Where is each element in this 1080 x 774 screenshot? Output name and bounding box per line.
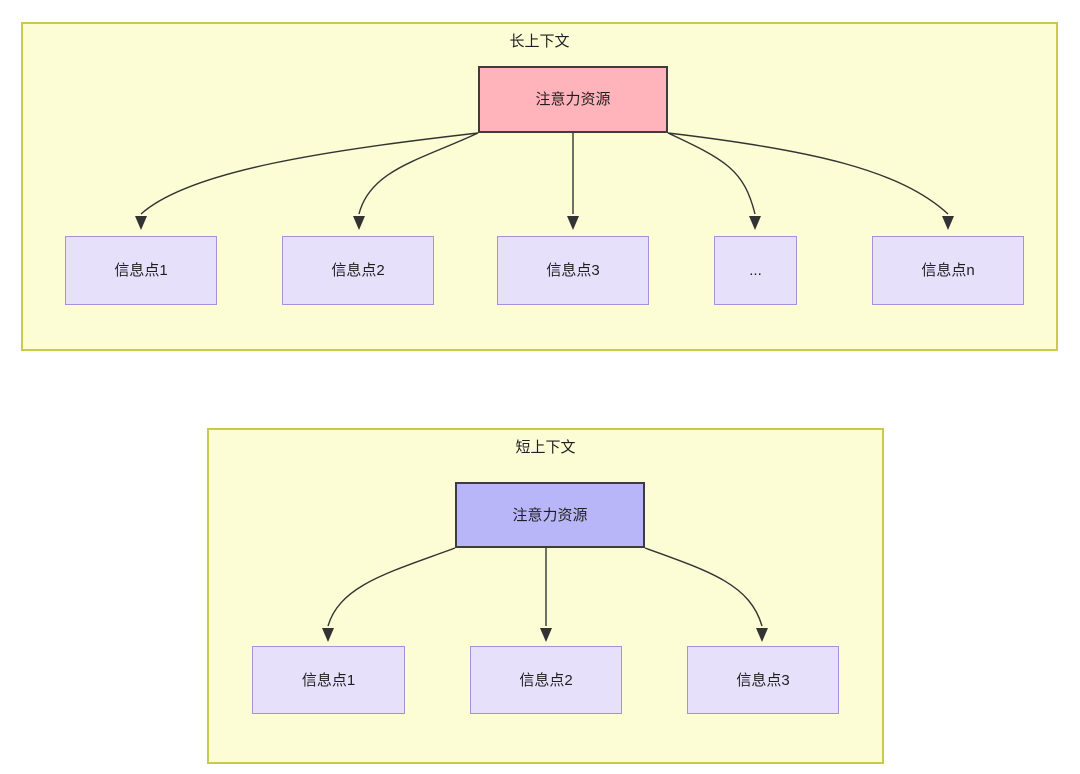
- node-label: 信息点3: [736, 671, 790, 689]
- node-label: 信息点2: [331, 262, 385, 279]
- panel-long-context-title: 长上下文: [509, 33, 570, 50]
- node-info-point-1-long[interactable]: 信息点1: [65, 236, 217, 305]
- node-label: 信息点1: [114, 262, 168, 279]
- panel-short-context-title: 短上下文: [515, 439, 576, 456]
- node-label: 信息点3: [546, 262, 600, 279]
- node-info-point-3-long[interactable]: 信息点3: [497, 236, 649, 305]
- node-attention-resource-long[interactable]: 注意力资源: [478, 66, 668, 133]
- node-info-point-n-long[interactable]: 信息点n: [872, 236, 1024, 305]
- node-info-point-2-long[interactable]: 信息点2: [282, 236, 434, 305]
- node-attention-resource-short[interactable]: 注意力资源: [455, 482, 645, 548]
- node-label: ...: [749, 262, 762, 279]
- node-label: 注意力资源: [535, 91, 611, 108]
- node-label: 信息点2: [519, 671, 573, 689]
- node-label: 信息点1: [301, 671, 356, 689]
- node-info-point-1-short[interactable]: 信息点1: [252, 646, 405, 714]
- node-label: 信息点n: [921, 262, 975, 279]
- node-info-point-ellipsis-long[interactable]: ...: [714, 236, 797, 305]
- node-info-point-3-short[interactable]: 信息点3: [687, 646, 839, 714]
- node-label: 注意力资源: [512, 506, 588, 524]
- node-info-point-2-short[interactable]: 信息点2: [470, 646, 622, 714]
